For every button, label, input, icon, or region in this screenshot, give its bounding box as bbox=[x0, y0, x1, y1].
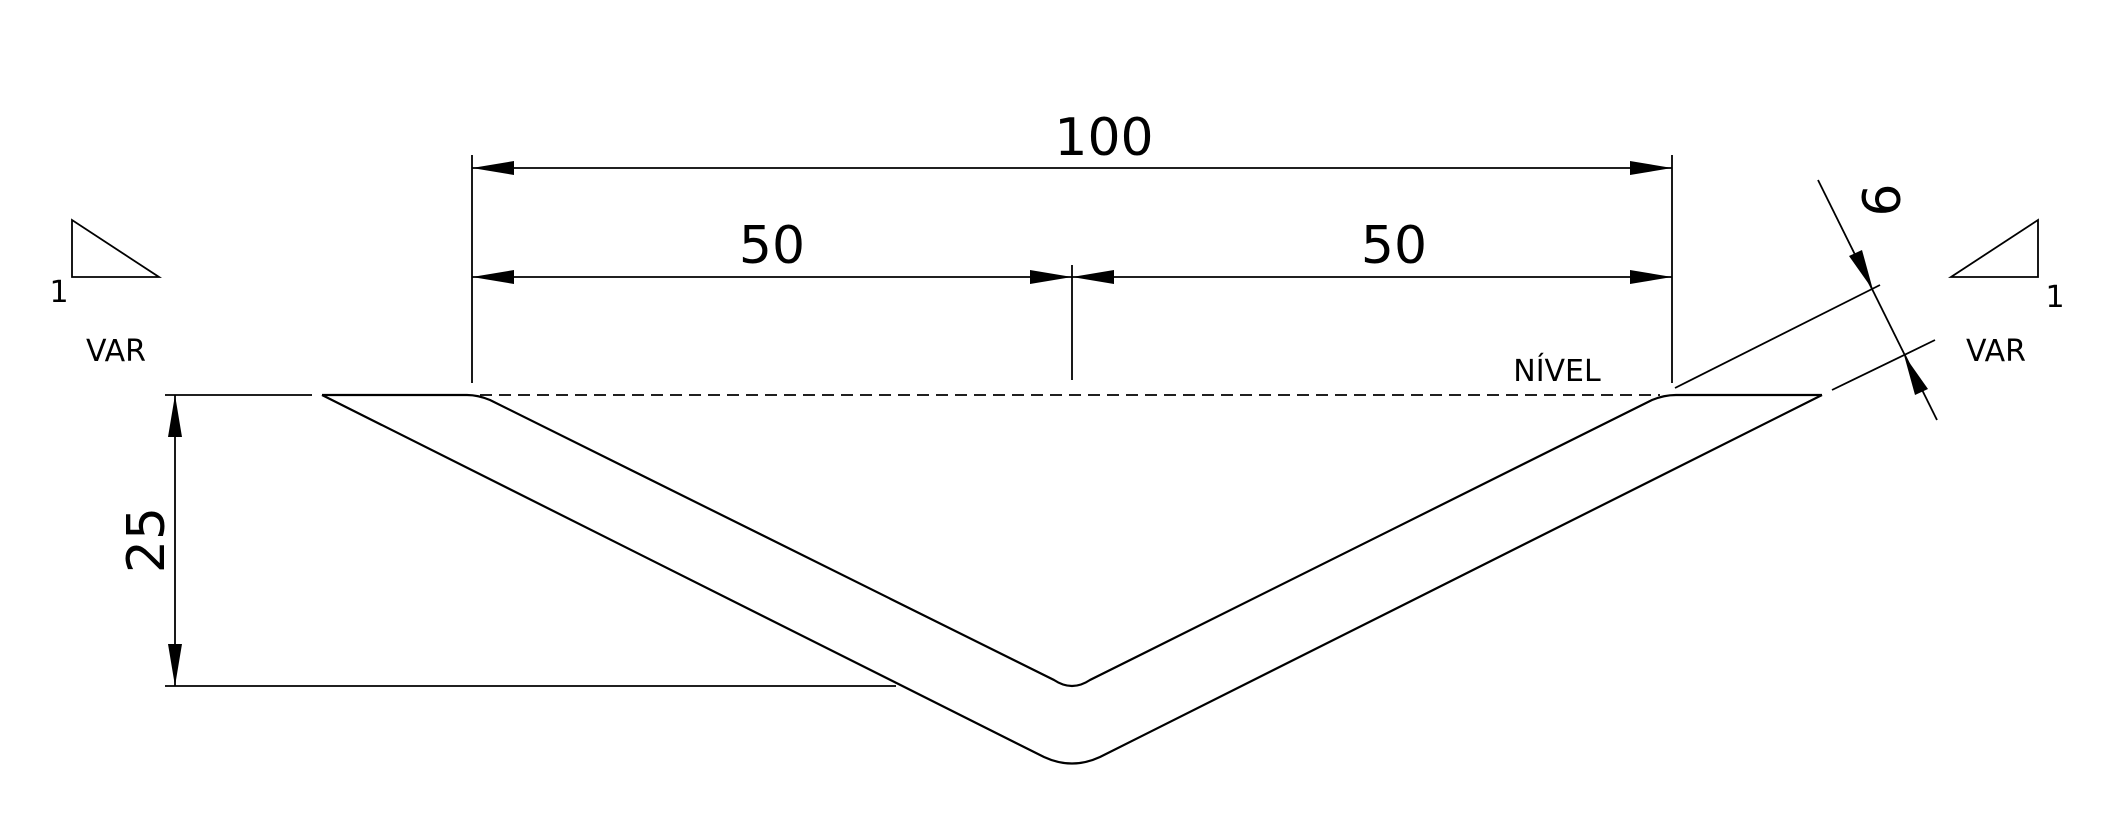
dimension-right-half: 50 bbox=[1072, 216, 1672, 284]
dimension-text-50-left: 50 bbox=[739, 216, 805, 276]
dimension-overall-width: 100 bbox=[472, 108, 1672, 175]
dimension-text-9: 9 bbox=[1849, 183, 1909, 216]
dimension-text-50-right: 50 bbox=[1361, 216, 1427, 276]
slope-rise-left: 1 bbox=[49, 275, 68, 310]
inner-profile-line bbox=[322, 393, 1822, 688]
slope-symbol-right: 1 VAR bbox=[1947, 218, 2065, 369]
arrowhead bbox=[168, 395, 182, 437]
arrowhead bbox=[1849, 250, 1873, 290]
dimension-left-half: 50 bbox=[472, 216, 1072, 284]
slope-rise-right: 1 bbox=[2045, 280, 2064, 315]
v-channel-profile bbox=[321, 393, 1823, 765]
arrowhead bbox=[472, 161, 514, 175]
arrowhead bbox=[1030, 270, 1072, 284]
dimension-text-100: 100 bbox=[1054, 108, 1153, 168]
slope-triangle-left bbox=[71, 218, 163, 278]
slope-triangle-right bbox=[1947, 218, 2039, 278]
arrowhead bbox=[1630, 270, 1672, 284]
arrowhead bbox=[168, 644, 182, 686]
arrowhead bbox=[1072, 270, 1114, 284]
arrowhead bbox=[472, 270, 514, 284]
dimension-text-25: 25 bbox=[117, 507, 177, 573]
slope-symbol-left: 1 VAR bbox=[49, 218, 163, 369]
outer-profile-line bbox=[321, 394, 1823, 765]
slope-run-left: VAR bbox=[86, 334, 146, 369]
arrowhead bbox=[1904, 355, 1928, 395]
dimension-thickness: 9 bbox=[1674, 179, 1938, 421]
arrowhead bbox=[1630, 161, 1672, 175]
level-label: NÍVEL bbox=[1513, 353, 1601, 389]
extension-line-thickness-outer bbox=[1674, 284, 1881, 389]
dimension-depth: 25 bbox=[117, 394, 896, 687]
extension-line-thickness-inner bbox=[1831, 339, 1936, 391]
slope-run-right: VAR bbox=[1966, 334, 2026, 369]
